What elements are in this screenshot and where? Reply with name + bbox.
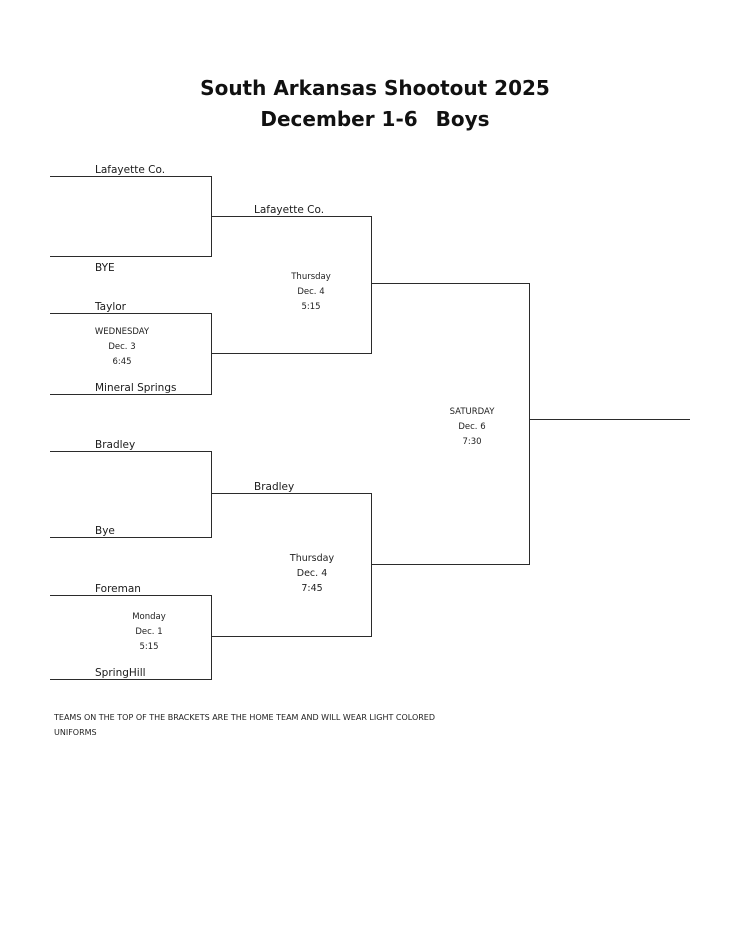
game-info-final: SATURDAY Dec. 6 7:30 — [442, 405, 502, 450]
bracket-connector-r1-b — [211, 313, 212, 395]
game-time: 7:30 — [462, 437, 482, 447]
bracket-connector-r2-a — [371, 216, 372, 354]
bracket-line-r1-6 — [50, 537, 212, 538]
team-slot-r2-2: Bradley — [254, 481, 295, 493]
team-slot-r1-6: Bye — [95, 525, 115, 537]
bracket-line-r1-1 — [50, 176, 212, 177]
team-slot-r1-3: Taylor — [95, 301, 126, 313]
bracket-line-final-2 — [371, 564, 530, 565]
game-date: Dec. 3 — [108, 342, 136, 352]
page-subtitle: December 1-6 Boys — [0, 107, 750, 131]
game-date: Dec. 1 — [135, 627, 163, 637]
team-slot-r1-7: Foreman — [95, 583, 141, 595]
game-day: Monday — [132, 612, 166, 622]
game-day: WEDNESDAY — [94, 327, 150, 337]
page-title: South Arkansas Shootout 2025 — [200, 76, 550, 100]
team-slot-r1-1: Lafayette Co. — [95, 164, 166, 176]
game-time: 6:45 — [112, 357, 132, 367]
game-info-r1-d: Monday Dec. 1 5:15 — [128, 610, 170, 655]
bracket-line-r1-5 — [50, 451, 212, 452]
team-slot-r1-5: Bradley — [95, 439, 136, 451]
bracket-line-r2-3 — [211, 493, 372, 494]
home-team-note: TEAMS ON THE TOP OF THE BRACKETS ARE THE… — [54, 713, 436, 737]
game-date: Dec. 4 — [297, 287, 325, 297]
bracket-line-champion — [529, 419, 690, 420]
game-date: Dec. 4 — [296, 568, 328, 579]
subtitle-division: Boys — [435, 107, 490, 131]
game-day: Thursday — [289, 553, 335, 564]
game-time: 5:15 — [301, 302, 321, 312]
team-slot-r1-8: SpringHill — [95, 667, 146, 679]
bracket-connector-r1-d — [211, 595, 212, 680]
subtitle-dates: December 1-6 — [260, 107, 418, 131]
bracket-line-final-1 — [371, 283, 530, 284]
bracket-line-r1-8 — [50, 679, 212, 680]
bracket-line-r1-3 — [50, 313, 212, 314]
game-info-r1-b: WEDNESDAY Dec. 3 6:45 — [93, 325, 151, 370]
bracket-connector-r1-c — [211, 451, 212, 538]
game-time: 7:45 — [301, 583, 323, 594]
game-date: Dec. 6 — [458, 422, 486, 432]
bracket-line-r1-7 — [50, 595, 212, 596]
bracket-connector-r2-b — [371, 493, 372, 637]
game-day: Thursday — [291, 272, 331, 282]
bracket-line-r2-1 — [211, 216, 372, 217]
team-slot-r2-1: Lafayette Co. — [254, 204, 325, 216]
game-info-r2-b: Thursday Dec. 4 7:45 — [282, 551, 342, 596]
bracket-line-r2-4 — [211, 636, 372, 637]
bracket-line-r1-4 — [50, 394, 212, 395]
team-slot-r1-2: BYE — [95, 262, 115, 274]
bracket-line-r1-2 — [50, 256, 212, 257]
bracket-line-r2-2 — [211, 353, 372, 354]
game-time: 5:15 — [139, 642, 159, 652]
game-info-r2-a: Thursday Dec. 4 5:15 — [282, 270, 340, 315]
game-day: SATURDAY — [449, 407, 495, 417]
team-slot-r1-4: Mineral Springs — [95, 382, 177, 394]
bracket-connector-final — [529, 283, 530, 565]
